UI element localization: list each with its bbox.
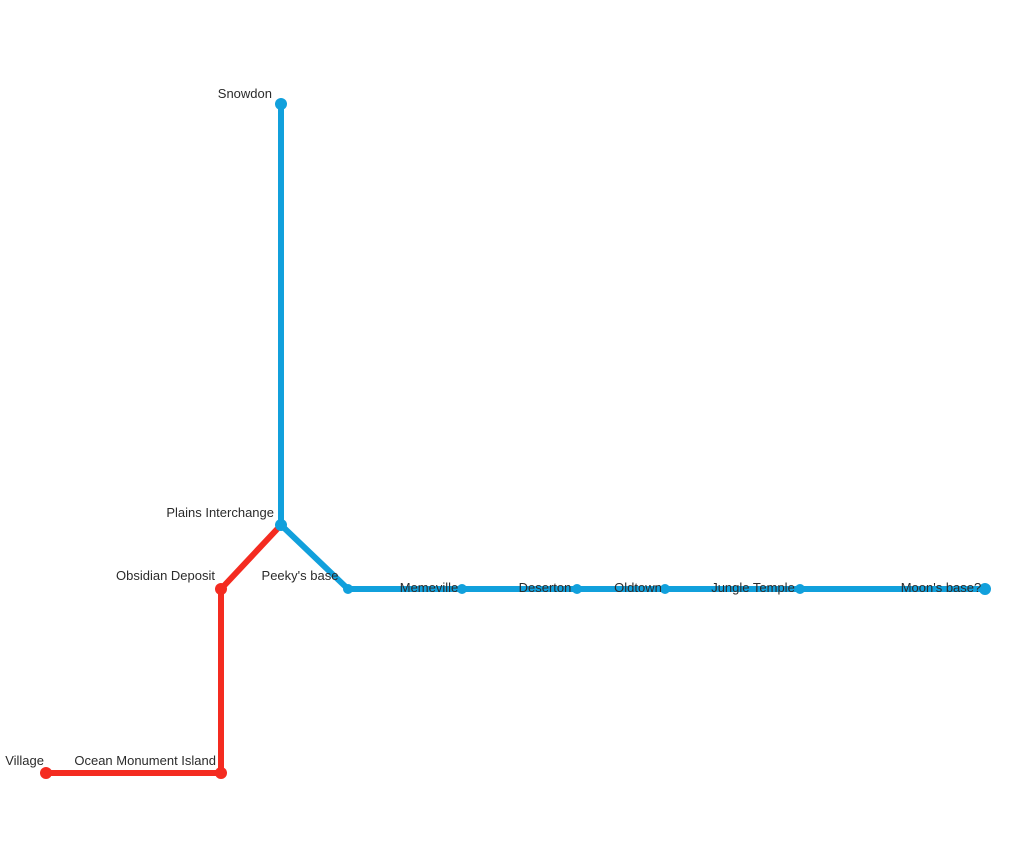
station-dot-village[interactable] [40,767,52,779]
station-dot-snowdon[interactable] [275,98,287,110]
station-dot-plains-interchange[interactable] [275,519,287,531]
station-dot-oldtown[interactable] [660,584,670,594]
station-label-memeville: Memeville [400,580,459,595]
station-label-village: Village [5,753,44,768]
station-label-jungle-temple: Jungle Temple [711,580,795,595]
station-label-peekys-base: Peeky's base [262,568,339,583]
station-label-deserton: Deserton [519,580,572,595]
station-dot-jungle-temple[interactable] [795,584,805,594]
station-label-moons-base: Moon's base? [901,580,982,595]
station-dot-ocean-monument-island[interactable] [215,767,227,779]
line-red[interactable] [43,522,284,776]
station-dot-deserton[interactable] [572,584,582,594]
station-dot-memeville[interactable] [457,584,467,594]
stations-layer [40,98,991,779]
station-label-plains-interchange: Plains Interchange [166,505,274,520]
station-dot-peekys-base[interactable] [343,584,353,594]
station-label-snowdon: Snowdon [218,86,272,101]
station-label-oldtown: Oldtown [614,580,662,595]
station-dot-obsidian-deposit[interactable] [215,583,227,595]
station-label-obsidian-deposit: Obsidian Deposit [116,568,215,583]
station-dot-moons-base[interactable] [979,583,991,595]
station-label-ocean-monument-island: Ocean Monument Island [74,753,216,768]
